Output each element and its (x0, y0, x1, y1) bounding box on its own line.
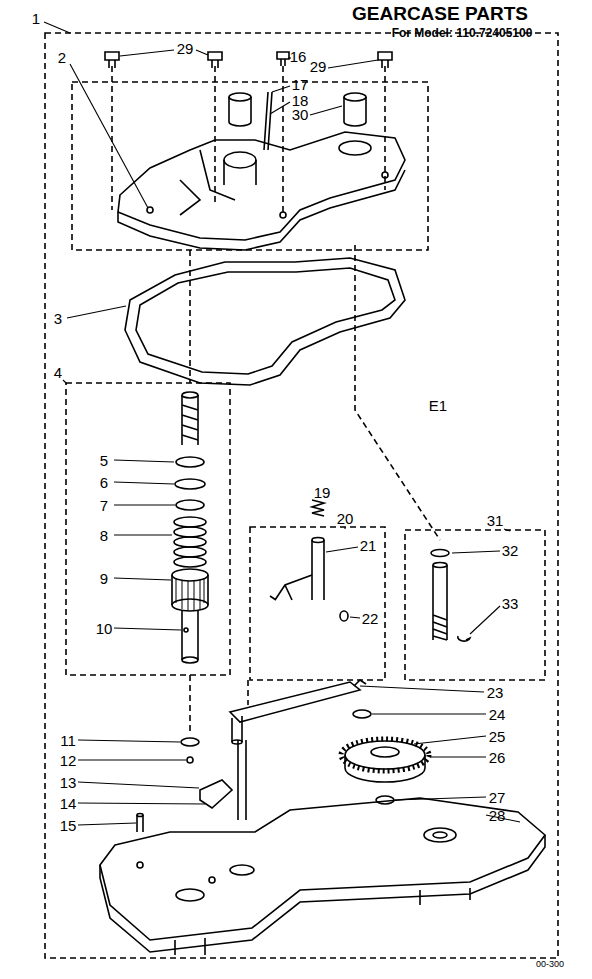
callout-number: 6 (100, 475, 108, 490)
callout-number: 26 (489, 750, 506, 765)
figure-code: E1 (429, 398, 447, 413)
callout-number: 29 (177, 41, 194, 56)
callout-number: 9 (100, 571, 108, 586)
seal (181, 738, 199, 746)
gearcase-cover (118, 132, 405, 250)
callout-number: 8 (100, 528, 108, 543)
gasket (125, 258, 405, 385)
callout-number: 13 (60, 775, 77, 790)
callout-number: 30 (292, 107, 309, 122)
callout-number: 3 (54, 311, 62, 326)
callout-number: 23 (487, 685, 504, 700)
group-frame (45, 33, 558, 958)
callout-number: 10 (96, 621, 113, 636)
callout-number: 15 (60, 818, 77, 833)
callout-number: 17 (292, 77, 309, 92)
ball (187, 757, 193, 763)
drive-gear (341, 739, 429, 782)
callout-number: 14 (60, 796, 77, 811)
callout-number: 11 (60, 733, 76, 748)
callout-number: 28 (489, 808, 506, 823)
callout-number: 29 (310, 59, 327, 74)
lever (230, 680, 366, 744)
callout-number: 33 (502, 596, 519, 611)
callout-number: 24 (489, 707, 506, 722)
washer (353, 710, 371, 718)
drawing-number: 00-300 (536, 960, 564, 969)
drive-shaft (172, 392, 208, 663)
callout-number: 20 (337, 511, 354, 526)
callout-number: 7 (100, 498, 108, 513)
callout-number: 16 (290, 49, 307, 64)
callout-number: 1 (32, 11, 40, 26)
pinion-shaft (431, 550, 470, 642)
callout-number: 22 (362, 611, 379, 626)
callout-number: 2 (58, 50, 66, 65)
callout-number: 32 (502, 543, 519, 558)
leader-line (44, 22, 520, 825)
callout-number: 19 (314, 485, 331, 500)
callout-number: 12 (60, 753, 77, 768)
model-number: For Model: 110.72405100 (392, 27, 533, 39)
callout-number: 18 (292, 93, 309, 108)
callout-number: 27 (489, 790, 506, 805)
gearcase-base (100, 798, 545, 955)
bushing (229, 92, 366, 150)
callout-number: 4 (54, 365, 62, 380)
screw (105, 52, 392, 68)
shift-fork (270, 500, 348, 621)
callout-number: 25 (489, 729, 506, 744)
callout-number: 5 (100, 453, 108, 468)
callout-number: 21 (360, 538, 377, 553)
callout-number: 31 (487, 513, 504, 528)
diagram-title: GEARCASE PARTS (352, 4, 528, 23)
